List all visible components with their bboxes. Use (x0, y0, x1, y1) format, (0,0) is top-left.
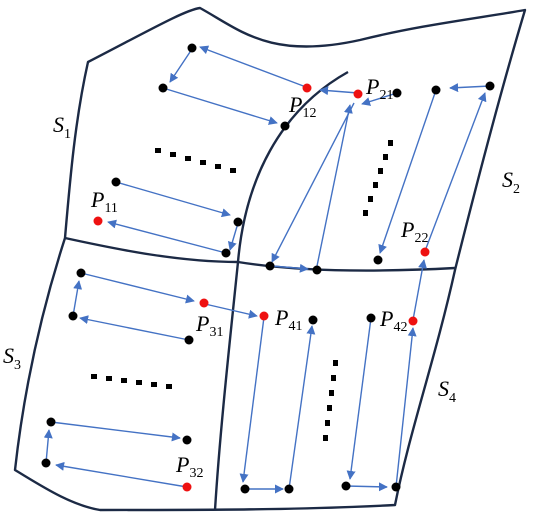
point-p22 (420, 247, 430, 257)
path-point (308, 315, 318, 325)
outer-boundary (13, 6, 527, 512)
divider-s3-s4 (213, 261, 240, 511)
point-p42 (408, 316, 418, 326)
path-arrow (361, 92, 398, 106)
path-arrow (412, 259, 427, 321)
path-point (111, 177, 121, 187)
label-s3: S3 (3, 343, 21, 373)
path-point (240, 484, 250, 494)
path-point (280, 121, 290, 131)
path-point (184, 335, 194, 345)
path-arrow (239, 316, 265, 483)
path-arrow (169, 48, 193, 83)
path-point (391, 482, 401, 492)
path-point (182, 435, 192, 445)
surface-boundaries (13, 6, 527, 512)
point-p11 (93, 216, 103, 226)
label-p41: P41 (274, 305, 302, 334)
path-point (312, 265, 322, 275)
path-point (366, 313, 376, 323)
path-arrow (345, 482, 388, 492)
path-point (284, 484, 294, 494)
path-arrow (115, 181, 231, 218)
path-point (373, 255, 383, 265)
point-labels: P11 P12 P21 P22 P31 P32 P41 P42 (90, 74, 428, 481)
ellipsis-markers (91, 140, 393, 441)
surface-labels: S1 S2 S3 S4 (3, 112, 520, 406)
path-point (221, 248, 231, 258)
path-arrow (395, 327, 417, 488)
point-p32 (182, 482, 192, 492)
path-arrow (346, 317, 372, 480)
label-s2: S2 (502, 167, 520, 197)
divider-s2-s4 (237, 260, 456, 272)
path-arrow (378, 89, 437, 254)
path-arrow (449, 83, 491, 93)
label-p21: P21 (365, 74, 393, 103)
path-arrow (79, 315, 190, 341)
ellipsis-s1 (155, 148, 236, 173)
label-s4: S4 (438, 376, 456, 406)
path-point (341, 481, 351, 491)
path-arrow (55, 461, 188, 488)
path-arrow (227, 222, 239, 251)
point-p21 (353, 89, 363, 99)
label-p31: P31 (195, 311, 223, 340)
point-p31 (199, 298, 209, 308)
label-p12: P12 (288, 92, 316, 121)
path-arrow (424, 92, 487, 252)
label-s1: S1 (53, 112, 71, 142)
path-point (265, 261, 275, 271)
path-point (68, 311, 78, 321)
label-p42: P42 (379, 306, 407, 335)
path-point (392, 88, 402, 98)
divider-s1-s3 (64, 236, 239, 264)
path-arrow (204, 303, 258, 319)
ellipsis-s2 (363, 140, 393, 216)
path-point (46, 417, 56, 427)
path-arrow (288, 325, 316, 490)
path-arrow (316, 104, 353, 267)
path-arrow (50, 421, 181, 442)
point-p12 (302, 83, 312, 93)
path-point (158, 83, 168, 93)
tool-paths (43, 45, 491, 494)
path-point (41, 458, 51, 468)
path-arrow (319, 86, 359, 96)
ellipsis-s3 (91, 374, 172, 389)
path-arrow (199, 45, 307, 88)
path-point (431, 85, 441, 95)
path-arrow (271, 102, 355, 263)
path-arrow (72, 280, 83, 317)
point-p41 (259, 311, 269, 321)
label-p22: P22 (400, 217, 428, 246)
path-arrow (80, 272, 195, 304)
path-arrow (43, 429, 53, 464)
path-point (485, 81, 495, 91)
path-point (187, 43, 197, 53)
label-p32: P32 (175, 452, 203, 481)
label-p11: P11 (90, 187, 118, 216)
path-arrow (162, 87, 278, 125)
ellipsis-s4 (323, 360, 338, 441)
path-arrow (107, 219, 227, 254)
path-point (76, 268, 86, 278)
path-points (41, 43, 495, 494)
path-arrow (271, 263, 309, 273)
path-point (233, 217, 243, 227)
